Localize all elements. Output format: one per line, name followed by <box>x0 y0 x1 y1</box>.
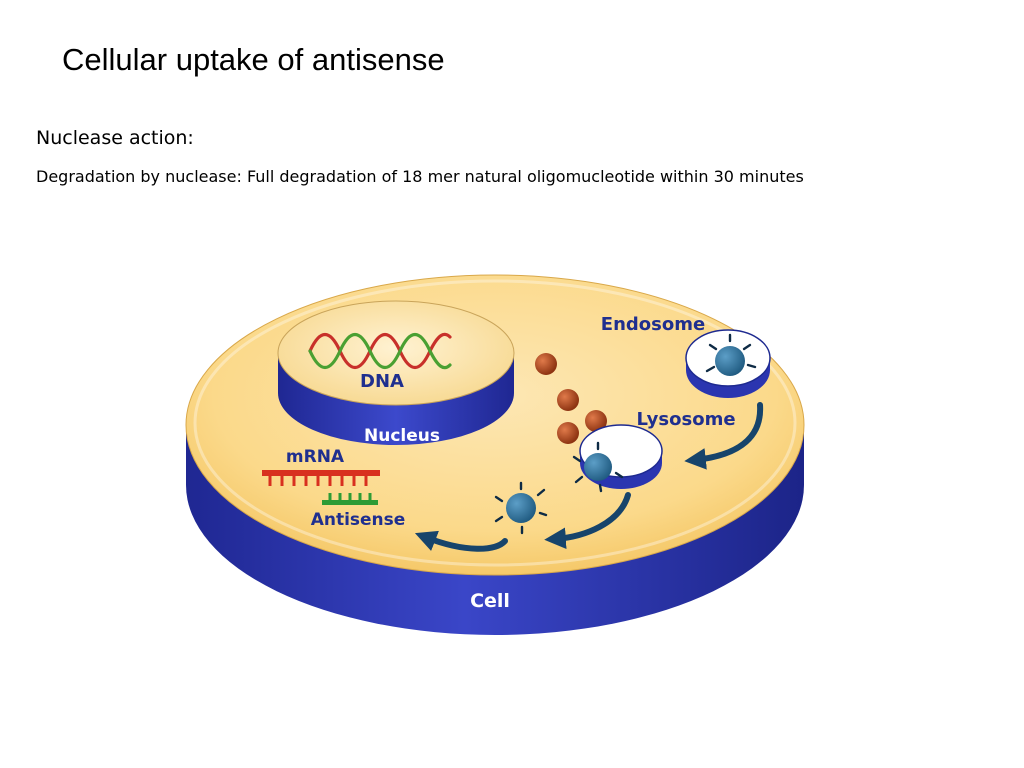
mrna-strand-icon <box>262 470 380 486</box>
lysosome-icon <box>572 424 663 493</box>
antisense-strand-icon <box>322 493 378 505</box>
nucleus <box>277 300 515 445</box>
released-vesicle-icon <box>494 481 548 535</box>
arrow-release-to-antisense <box>414 530 508 552</box>
cell-uptake-diagram: DNA Nucleus Endosome <box>180 255 810 645</box>
arrow-endosome-to-lysosome <box>684 402 764 470</box>
endosome-icon <box>685 329 771 398</box>
mrna-label: mRNA <box>286 447 345 467</box>
endosome-label: Endosome <box>601 314 705 335</box>
oligo-particles <box>535 353 607 444</box>
dna-helix-icon <box>308 332 452 370</box>
lysosome-label: Lysosome <box>636 409 735 430</box>
dna-label: DNA <box>360 371 404 392</box>
slide-title: Cellular uptake of antisense <box>62 42 445 77</box>
pathway-arrows <box>414 402 764 552</box>
antisense-label: Antisense <box>311 510 406 530</box>
cell-label: Cell <box>470 590 510 612</box>
nuclease-action-heading: Nuclease action: <box>36 127 194 149</box>
nucleus-label: Nucleus <box>364 426 440 446</box>
degradation-statement: Degradation by nuclease: Full degradatio… <box>36 167 804 186</box>
arrow-lysosome-to-release <box>544 492 631 550</box>
